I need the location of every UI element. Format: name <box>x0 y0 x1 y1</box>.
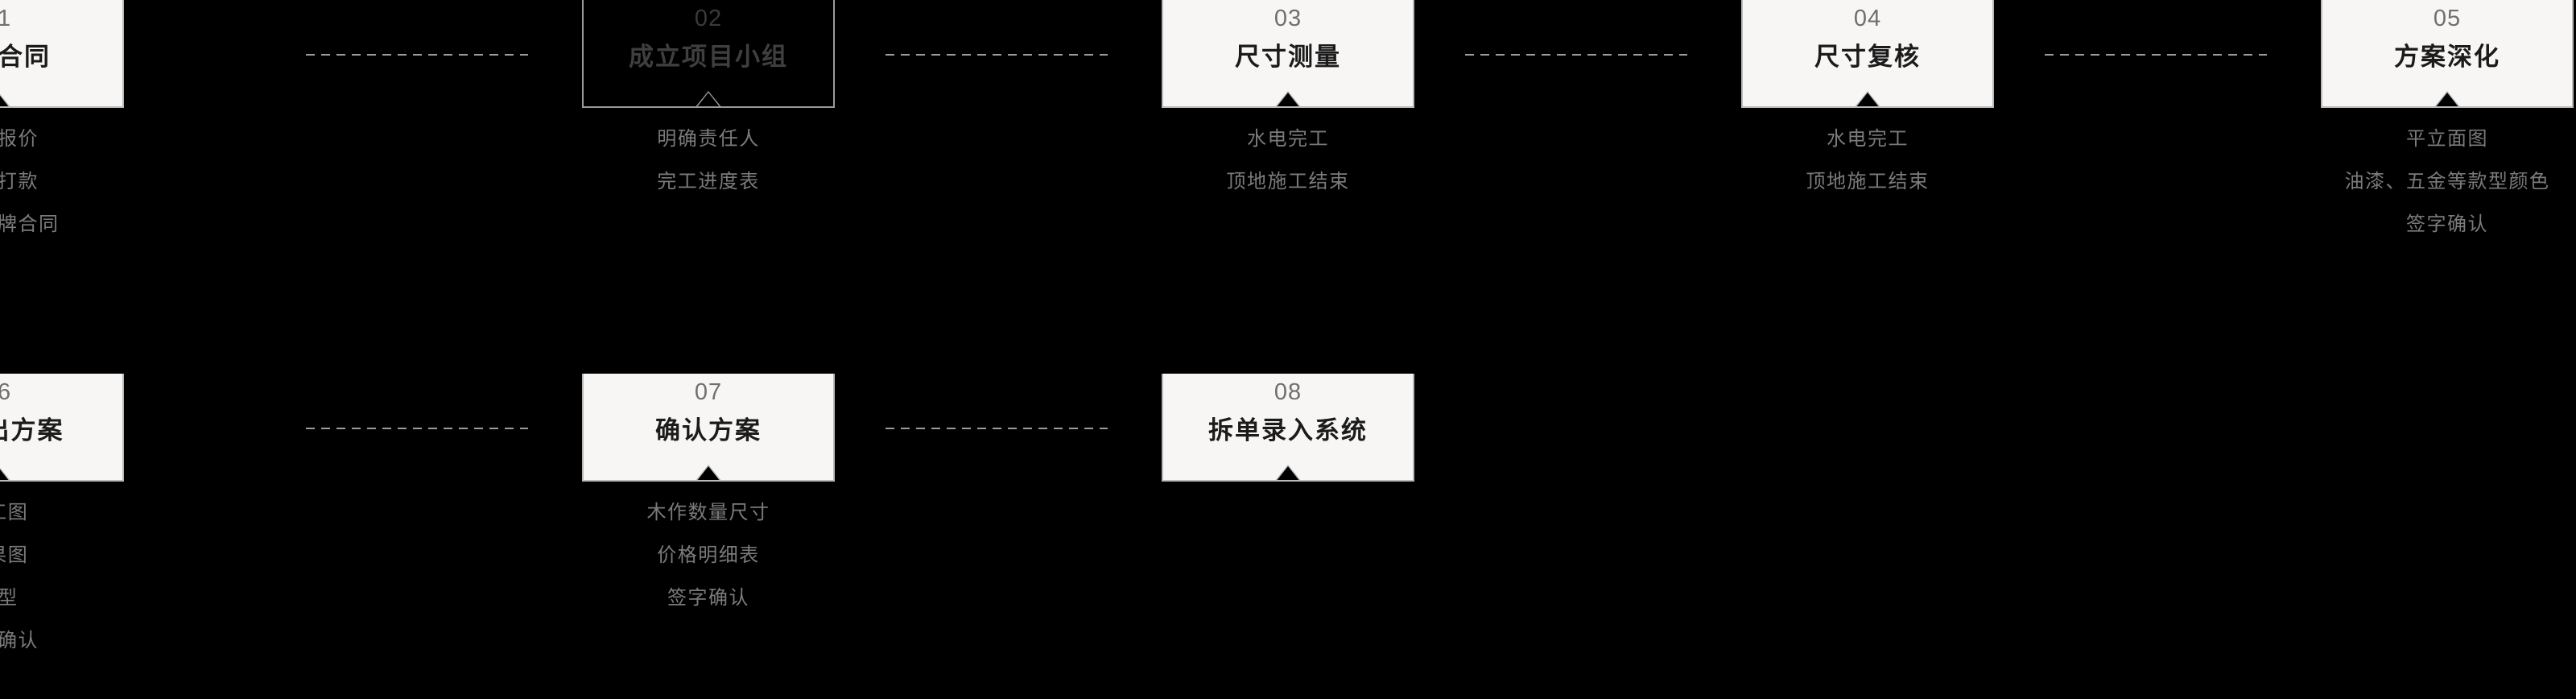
step-node-02[interactable]: 02 成立项目小组明确责任人完工进度表 <box>582 0 835 211</box>
step-card-content: 01 签订合同 <box>0 0 122 106</box>
step-number: 02 <box>694 6 723 31</box>
step-card-notch-arrow-icon <box>1856 93 1880 106</box>
step-card-content: 06 设计出方案 <box>0 374 122 480</box>
step-bullet-item: 明确责任人 <box>657 128 760 150</box>
step-node-05[interactable]: 05 方案深化平立面图油漆、五金等款型颜色签字确认 <box>2321 0 2574 254</box>
step-number: 05 <box>2433 6 2462 31</box>
step-bullet-item: 平立面图 <box>2406 128 2488 150</box>
step-node-03[interactable]: 03 尺寸测量水电完工顶地施工结束 <box>1162 0 1414 211</box>
step-bullet-list-03: 水电完工顶地施工结束 <box>1162 126 1414 211</box>
step-title: 方案深化 <box>2394 43 2500 71</box>
step-card-07[interactable]: 07 确认方案 <box>582 374 835 482</box>
connector-dashed-line-4 <box>2045 54 2267 56</box>
step-title: 成立项目小组 <box>629 43 788 71</box>
step-bullet-item: 价格明细表 <box>657 544 760 566</box>
step-number: 01 <box>0 5 11 32</box>
step-bullet-item: 整体报价 <box>0 128 39 150</box>
step-bullet-item: 水电完工 <box>1247 128 1329 150</box>
step-number: 07 <box>694 379 723 405</box>
step-card-notch-arrow-icon <box>1276 466 1300 480</box>
step-bullet-list-04: 水电完工顶地施工结束 <box>1741 126 1994 211</box>
step-card-content: 03 尺寸测量 <box>1163 0 1413 106</box>
step-bullet-item: 效果图 <box>0 544 29 566</box>
step-number: 06 <box>0 378 11 406</box>
step-card-content: 05 方案深化 <box>2322 0 2572 106</box>
step-card-01[interactable]: 01 签订合同 <box>0 0 124 108</box>
step-bullet-item: 施工图 <box>0 502 29 523</box>
step-card-06[interactable]: 06 设计出方案 <box>0 374 124 482</box>
step-bullet-item: 签字确认 <box>667 587 749 609</box>
step-bullet-item: 完工进度表 <box>657 171 760 192</box>
step-card-03[interactable]: 03 尺寸测量 <box>1162 0 1414 108</box>
step-card-notch-arrow-icon <box>2435 93 2459 106</box>
step-card-notch-arrow-icon <box>696 466 720 480</box>
step-node-04[interactable]: 04 尺寸复核水电完工顶地施工结束 <box>1741 0 1994 211</box>
step-bullet-list-02: 明确责任人完工进度表 <box>582 126 835 211</box>
connector-dashed-line-6 <box>886 428 1108 429</box>
step-title: 尺寸测量 <box>1235 43 1341 71</box>
step-bullet-item: 木作数量尺寸 <box>646 502 770 523</box>
step-number: 08 <box>1274 379 1302 405</box>
step-bullet-item: 大国品牌合同 <box>0 213 60 235</box>
step-bullet-item: 顶地施工结束 <box>1226 171 1350 192</box>
step-card-08[interactable]: 08 拆单录入系统 <box>1162 374 1414 482</box>
step-bullet-item: 模型 <box>0 587 19 609</box>
step-title: 签订合同 <box>0 43 51 71</box>
connector-dashed-line-5 <box>306 428 528 429</box>
connector-dashed-line-2 <box>886 54 1108 56</box>
step-bullet-item: 水电完工 <box>1827 128 1909 150</box>
step-node-08[interactable]: 08 拆单录入系统 <box>1162 374 1414 499</box>
step-node-01[interactable]: 01 签订合同整体报价客户打款大国品牌合同 <box>0 0 124 254</box>
step-bullet-item: 客户打款 <box>0 171 39 192</box>
connector-dashed-line-3 <box>1465 54 1687 56</box>
step-card-notch-arrow-icon <box>1276 93 1300 106</box>
step-card-05[interactable]: 05 方案深化 <box>2321 0 2574 108</box>
step-bullet-list-07: 木作数量尺寸价格明细表签字确认 <box>582 499 835 627</box>
step-card-content: 08 拆单录入系统 <box>1163 374 1413 480</box>
step-bullet-item: 顶地施工结束 <box>1806 171 1930 192</box>
step-number: 04 <box>1853 6 1882 31</box>
step-node-06[interactable]: 06 设计出方案施工图效果图模型客户确认 <box>0 374 124 670</box>
step-card-notch-arrow-icon <box>0 466 10 480</box>
step-card-notch-arrow-icon <box>696 93 720 106</box>
step-card-04[interactable]: 04 尺寸复核 <box>1741 0 1994 108</box>
step-bullet-item: 油漆、五金等款型颜色 <box>2344 171 2550 192</box>
step-card-content: 07 确认方案 <box>584 374 833 480</box>
step-bullet-list-01: 整体报价客户打款大国品牌合同 <box>0 126 124 254</box>
step-card-content: 02 成立项目小组 <box>584 0 833 106</box>
step-bullet-list-06: 施工图效果图模型客户确认 <box>0 499 124 670</box>
step-bullet-list-05: 平立面图油漆、五金等款型颜色签字确认 <box>2321 126 2574 254</box>
step-node-07[interactable]: 07 确认方案木作数量尺寸价格明细表签字确认 <box>582 374 835 627</box>
step-number: 03 <box>1274 6 1302 31</box>
step-card-02[interactable]: 02 成立项目小组 <box>582 0 835 108</box>
step-title: 尺寸复核 <box>1814 43 1921 71</box>
connector-dashed-line-1 <box>306 54 528 56</box>
step-card-notch-arrow-icon <box>0 93 10 106</box>
step-title: 确认方案 <box>655 416 762 445</box>
step-title: 设计出方案 <box>0 416 64 445</box>
step-bullet-item: 客户确认 <box>0 630 39 651</box>
step-bullet-item: 签字确认 <box>2406 213 2488 235</box>
step-title: 拆单录入系统 <box>1208 416 1368 445</box>
step-card-content: 04 尺寸复核 <box>1743 0 1992 106</box>
